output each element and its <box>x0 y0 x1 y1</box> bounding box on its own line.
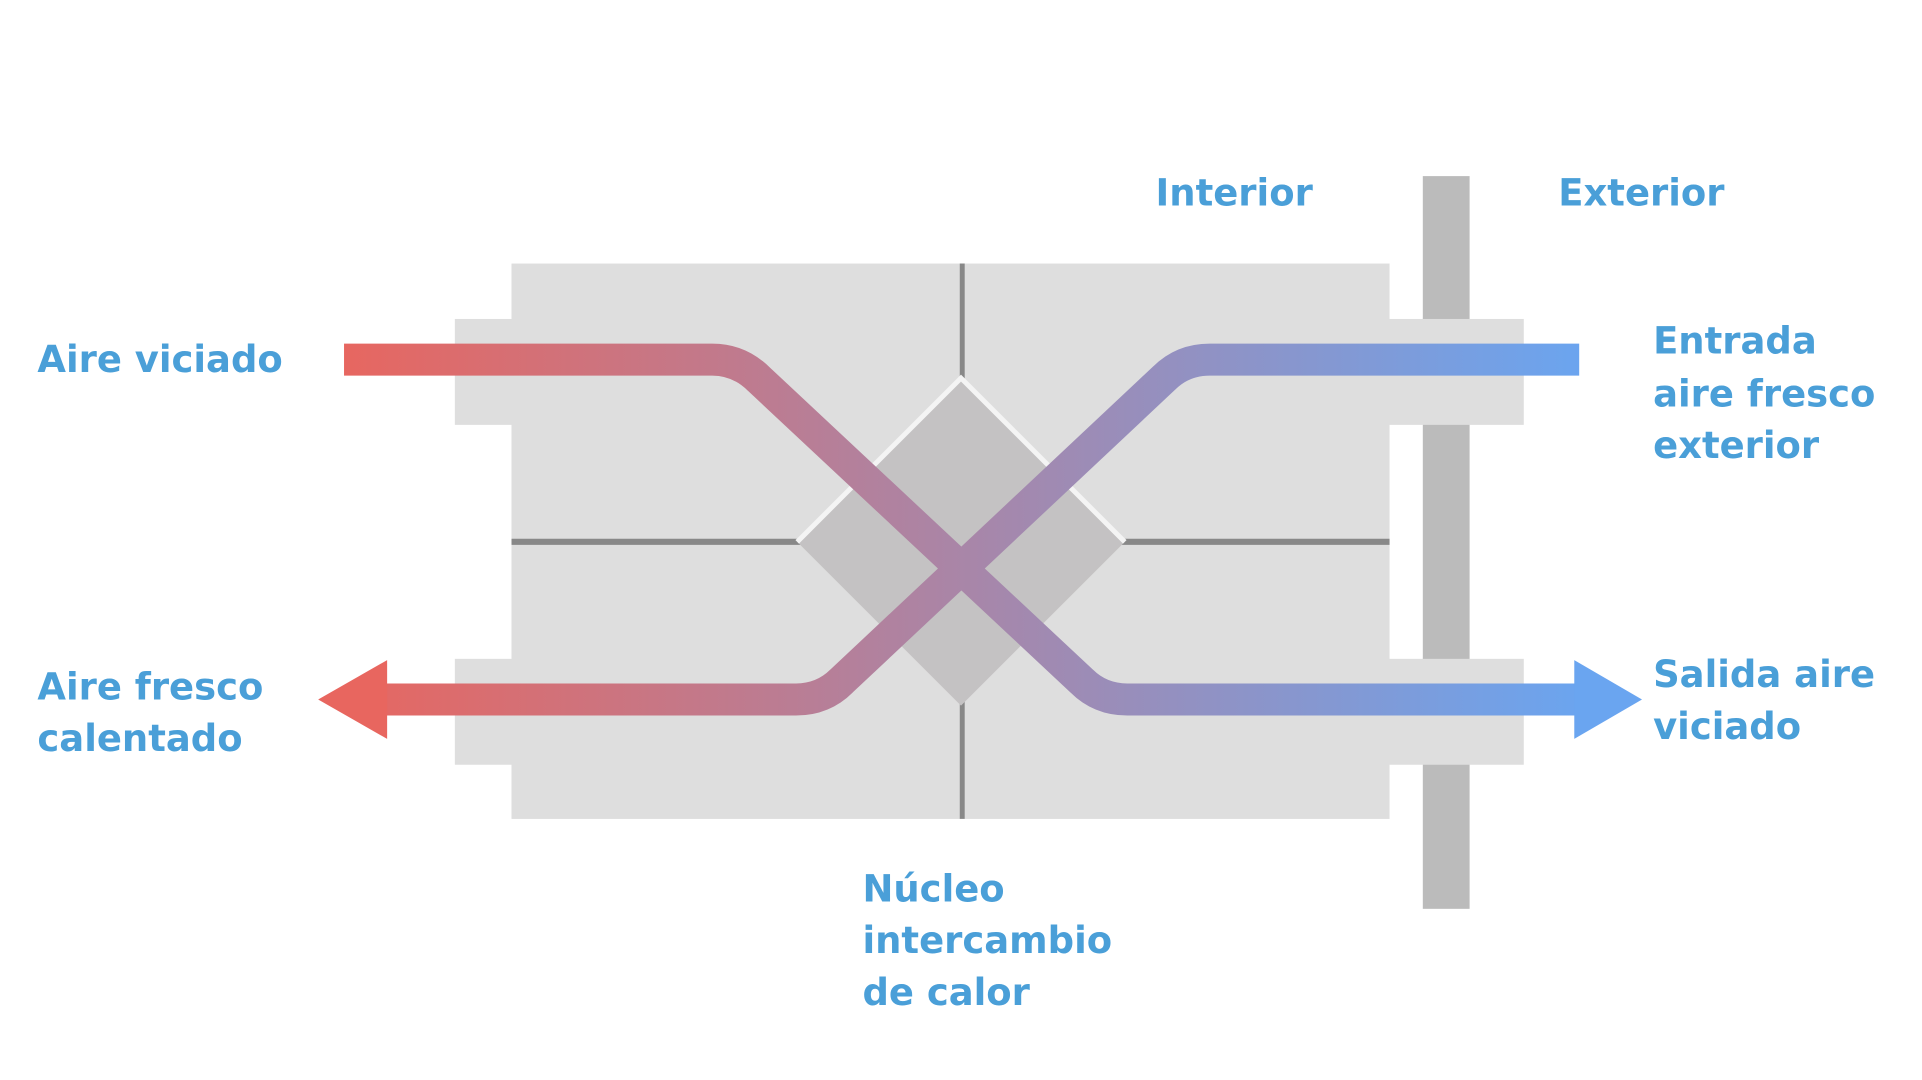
label-line: Núcleo <box>862 867 1004 910</box>
label-line: Aire fresco <box>37 665 263 708</box>
fresh-air-out-arrowhead <box>318 660 388 739</box>
stale-air-out-arrowhead <box>1574 660 1643 739</box>
label-line: de calor <box>862 971 1030 1014</box>
interior-label: Interior <box>1156 172 1314 215</box>
label-line: Salida aire <box>1653 653 1875 696</box>
label-line: Entrada <box>1653 319 1817 362</box>
label-line: exterior <box>1653 424 1820 467</box>
stale-air-out-label: Salida aire viciado <box>1653 653 1888 748</box>
core-label: Núcleo intercambio de calor <box>862 867 1125 1013</box>
fresh-air-in-label: Entrada aire fresco exterior <box>1653 319 1888 467</box>
fresh-air-out-label: Aire fresco calentado <box>37 665 276 760</box>
exterior-wall <box>1422 176 1470 909</box>
label-line: intercambio <box>862 919 1112 962</box>
stale-air-flow <box>344 343 1580 716</box>
label-line: calentado <box>37 717 242 760</box>
exterior-label: Exterior <box>1558 172 1725 215</box>
label-line: viciado <box>1653 705 1801 748</box>
fresh-air-flow <box>384 343 1580 716</box>
stale-air-in-label: Aire viciado <box>37 338 282 381</box>
label-line: aire fresco <box>1653 372 1875 415</box>
